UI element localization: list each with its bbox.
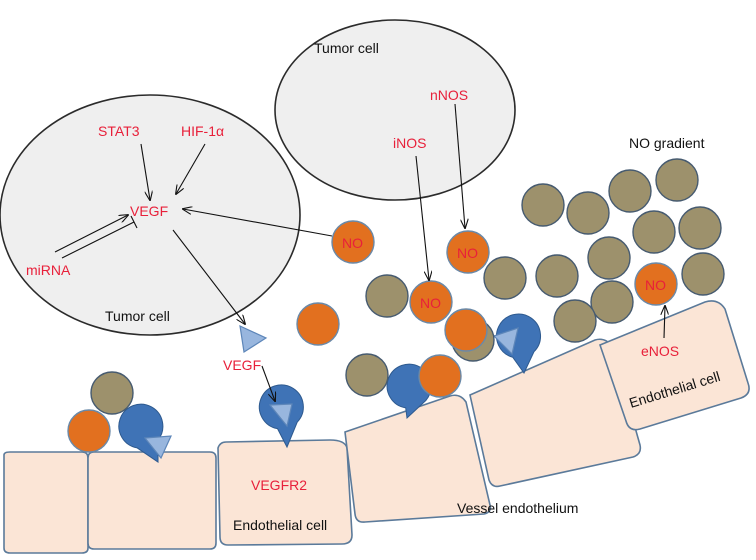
gradient-molecule <box>553 299 597 343</box>
endothelial-cell-4 <box>344 394 492 523</box>
tumor-cell-top <box>274 19 516 201</box>
no-molecule <box>444 308 488 352</box>
endothelial-cell-label-bottom: Endothelial cell <box>233 517 327 533</box>
gradient-molecule <box>587 236 631 280</box>
arrow-mirna-vegf <box>54 215 128 253</box>
receptor-4 <box>496 313 541 374</box>
no-molecule <box>418 354 462 398</box>
gradient-molecule <box>590 280 634 324</box>
gradient-molecule <box>535 254 579 298</box>
gradient-molecule <box>365 274 409 318</box>
gradient-molecule <box>632 210 676 254</box>
vegf-free-label: VEGF <box>223 357 261 373</box>
no-label-1: NO <box>342 235 363 251</box>
gradient-molecule <box>483 256 527 300</box>
receptor-1 <box>118 403 164 463</box>
inos-label: iNOS <box>393 135 426 151</box>
vegf-ligand-3 <box>239 324 268 353</box>
arrow-vegf-receptor <box>261 365 275 401</box>
nnos-label: nNOS <box>430 87 468 103</box>
mirna-label: miRNA <box>26 262 71 278</box>
inhibit-mirna-vegf <box>61 221 135 259</box>
arrow-no-vegf <box>183 209 333 237</box>
vegf-ligand-1 <box>143 435 172 460</box>
tumor-cell-left <box>0 94 301 336</box>
endothelial-cell-2 <box>87 451 217 550</box>
vegf-ligand-4 <box>492 327 519 356</box>
no-molecule <box>446 230 490 274</box>
gradient-molecule <box>681 252 725 296</box>
stat3-label: STAT3 <box>98 123 140 139</box>
no-label-3: NO <box>420 295 441 311</box>
vessel-endothelium-label: Vessel endothelium <box>457 500 578 516</box>
tumor-cell-top-label: Tumor cell <box>314 40 379 56</box>
gradient-molecule <box>90 371 134 415</box>
arrow-enos-no <box>664 306 665 339</box>
arrow-stat3-vegf <box>140 143 150 200</box>
vegf-ligand-2 <box>268 403 293 428</box>
no-label-4: NO <box>645 277 666 293</box>
no-label-2: NO <box>457 245 478 261</box>
arrow-hif-vegf <box>176 143 206 194</box>
arrow-inos-no <box>415 155 429 280</box>
no-molecule <box>634 262 678 306</box>
arrow-vegf-ligand <box>172 229 245 324</box>
endothelial-cell-5 <box>469 338 642 488</box>
endothelial-cell-6 <box>598 300 750 431</box>
vegf-label-tumor: VEGF <box>130 203 168 219</box>
hif-label: HIF-1α <box>181 123 224 139</box>
no-molecule <box>296 302 340 346</box>
enos-label: eNOS <box>641 343 679 359</box>
endothelial-cell-3 <box>217 439 353 546</box>
gradient-molecule <box>345 353 389 397</box>
no-molecule <box>67 409 111 453</box>
gradient-molecule <box>678 206 722 250</box>
gradient-molecule <box>608 169 652 213</box>
gradient-molecule <box>566 191 610 235</box>
no-molecule <box>331 220 375 264</box>
gradient-molecule <box>655 158 699 202</box>
inhibit-bar <box>130 215 138 229</box>
vegfr2-label: VEGFR2 <box>251 477 307 493</box>
gradient-molecule <box>521 183 565 227</box>
tumor-cell-left-label: Tumor cell <box>105 308 170 324</box>
endothelial-cell-1 <box>3 451 89 554</box>
no-gradient-label: NO gradient <box>629 135 705 151</box>
arrow-nnos-no <box>454 103 465 228</box>
